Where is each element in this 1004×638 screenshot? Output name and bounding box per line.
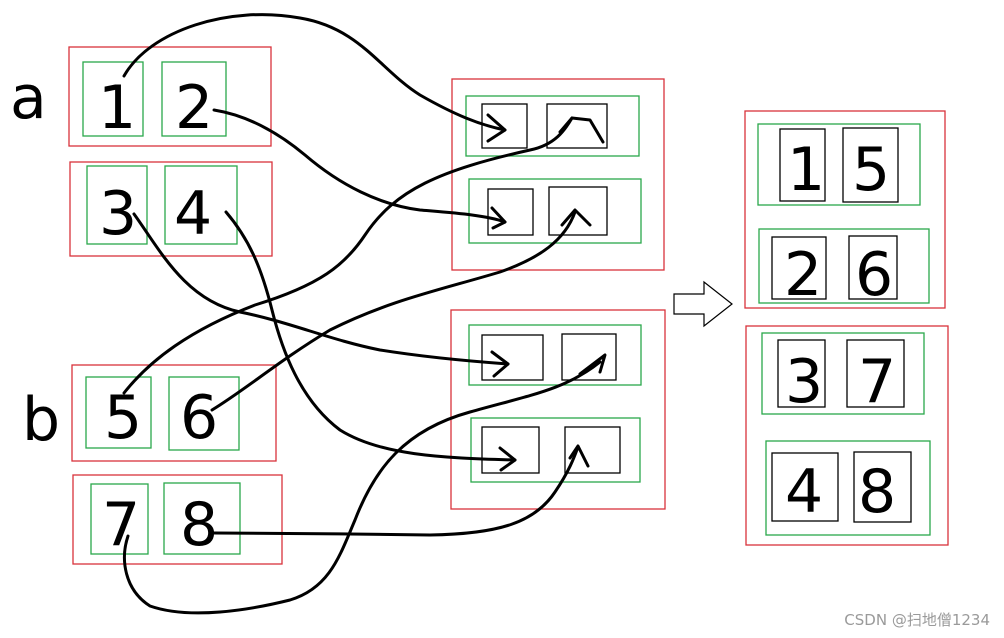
matrix-b-cell-5-box — [85, 376, 152, 449]
result-cell-2-box — [771, 236, 827, 300]
matrix-a-cell-4: 4 — [174, 179, 212, 249]
intermediate-bottom-row1 — [468, 324, 642, 386]
result-cell-1: 1 — [787, 135, 825, 205]
stroke-1-to-top-row1-left — [122, 13, 507, 132]
result-cell-5-box — [842, 127, 899, 203]
stroke-7-to-bottom-row1-right — [123, 360, 602, 615]
stroke-8-to-bottom-row2-right — [212, 445, 580, 537]
matrix-b-cell-6: 6 — [180, 383, 218, 453]
arrowhead-icon — [486, 113, 507, 143]
stroke-4-to-bottom-row2-left — [224, 210, 517, 462]
result-cell-6-box — [848, 235, 898, 300]
stroke-6-to-top-row2-right — [210, 210, 577, 412]
stroke-2-to-top-row2-left — [212, 108, 507, 224]
result-cell-6: 6 — [855, 240, 893, 310]
watermark: CSDN @扫地僧1234 — [844, 611, 990, 629]
result-cell-1-box — [779, 128, 826, 202]
matrix-b-cell-7-box — [90, 483, 149, 555]
matrix-b-cell-8-box — [163, 482, 241, 555]
result-cell-2: 2 — [784, 240, 822, 310]
result-bottom-outer — [745, 325, 949, 546]
result-cell-8-box — [853, 451, 912, 523]
result-cell-3-box — [777, 339, 826, 408]
intermediate-top-row2-slot1 — [487, 188, 534, 236]
stroke-3-to-bottom-row1-left — [132, 212, 510, 366]
result-row-4-8 — [765, 440, 931, 536]
right-arrow-icon — [673, 280, 733, 328]
intermediate-bottom-row2 — [470, 417, 641, 483]
matrix-a-cell-4-box — [164, 165, 238, 245]
intermediate-bottom — [450, 309, 666, 510]
caret-icon — [578, 353, 607, 376]
intermediate-bottom-row1-slot1 — [481, 334, 544, 381]
matrix-b-cell-6-box — [168, 376, 240, 451]
result-cell-8: 8 — [858, 457, 896, 527]
result-top-outer — [744, 110, 946, 309]
matrix-b-cell-5: 5 — [104, 383, 142, 453]
matrix-a-cell-3: 3 — [99, 179, 137, 249]
matrix-a-cell-2-box — [161, 61, 227, 137]
caret-icon — [558, 116, 605, 144]
result-cell-4: 4 — [785, 457, 823, 527]
arrowhead-icon — [490, 350, 510, 378]
result-cell-5: 5 — [852, 135, 890, 205]
matrix-b-row1-box — [71, 364, 277, 462]
matrix-a-row1-box — [68, 46, 272, 147]
intermediate-bottom-row2-slot2 — [564, 426, 621, 474]
intermediate-top — [451, 78, 665, 271]
stroke-5-to-top-row1-right — [122, 116, 574, 395]
intermediate-bottom-row1-slot2 — [561, 333, 617, 381]
result-cell-3: 3 — [785, 347, 823, 417]
result-row-2-6 — [758, 228, 930, 304]
matrix-a-cell-1: 1 — [98, 73, 136, 143]
result-row-3-7 — [761, 332, 925, 415]
arrowhead-icon — [490, 206, 507, 230]
matrix-b-cell-7: 7 — [102, 490, 140, 560]
matrix-a-label: a — [10, 63, 47, 133]
intermediate-bottom-outer — [450, 309, 666, 510]
result-cell-7-box — [846, 339, 905, 408]
intermediate-top-row2-slot2 — [548, 186, 608, 236]
caret-icon — [568, 444, 590, 468]
matrix-b-cell-8: 8 — [180, 490, 218, 560]
matrix-a-cell-2: 2 — [175, 73, 213, 143]
matrix-a: 1 2 3 4 — [68, 46, 273, 257]
matrix-b: 5 6 7 8 — [71, 364, 283, 565]
matrix-a-row2-box — [69, 161, 273, 257]
matrix-a-cell-3-box — [86, 165, 148, 245]
connection-strokes — [122, 13, 607, 615]
intermediate-top-row1-slot2 — [546, 103, 608, 149]
result-cell-4-box — [771, 452, 839, 522]
result-matrix: 1 5 2 6 3 7 4 8 — [744, 110, 949, 546]
intermediate-top-row1 — [465, 95, 640, 157]
matrix-a-cell-1-box — [82, 61, 144, 137]
intermediate-top-row1-slot1 — [481, 103, 528, 149]
caret-icon — [560, 208, 592, 227]
matrix-b-row2-box — [72, 474, 283, 565]
arrowhead-icon — [498, 446, 517, 472]
result-row-1-5 — [757, 123, 921, 206]
intermediate-bottom-row2-slot1 — [481, 426, 540, 474]
matrix-b-label: b — [22, 385, 60, 455]
intermediate-top-outer — [451, 78, 665, 271]
result-cell-7: 7 — [858, 347, 896, 417]
